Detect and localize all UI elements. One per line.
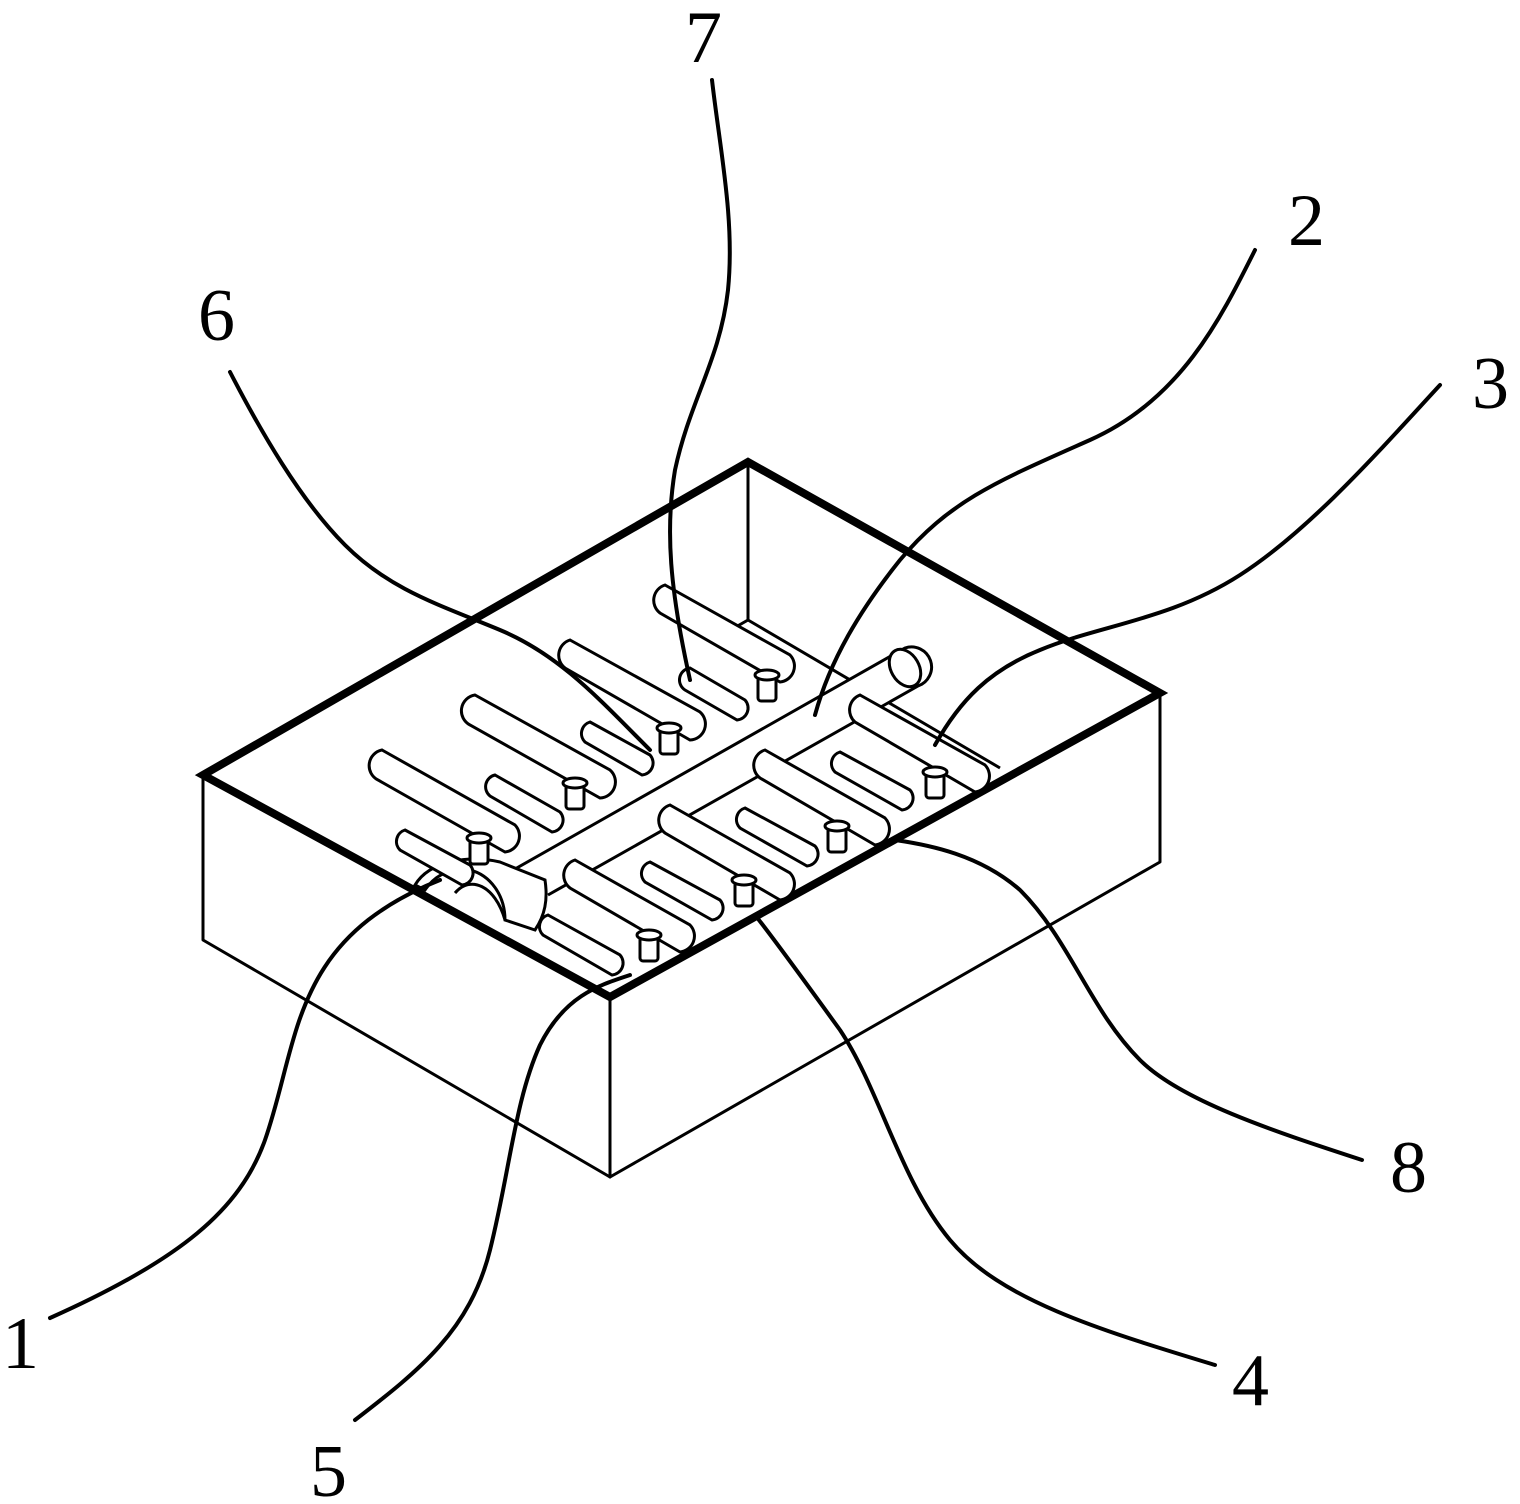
central-rod [507,645,934,897]
roller [848,693,991,794]
callout-8: 8 [1390,1127,1427,1209]
callout-7: 7 [685,0,722,79]
small-roller [395,828,475,887]
callout-4: 4 [1232,1340,1269,1422]
leader-line-2 [813,248,1257,717]
leader-lines [48,78,1442,1422]
valve-fitting [635,928,663,963]
small-roller [580,720,655,777]
callout-6: 6 [198,275,235,357]
valve-fitting [753,668,781,703]
valve-fitting [465,831,493,866]
valve-fitting [561,776,589,811]
small-roller [640,860,725,922]
rollers-left [367,583,796,887]
roller [367,748,521,854]
callout-1: 1 [2,1303,39,1385]
leader-line-4 [753,913,1217,1367]
leader-line-1 [48,878,442,1320]
valve-fitting [730,873,758,908]
roller [652,583,796,684]
box-top-rim [194,457,1169,1002]
roller [752,748,891,847]
small-roller [678,666,750,722]
roller [657,803,796,902]
leader-line-6 [228,370,652,752]
roller [562,858,696,954]
callout-2: 2 [1288,180,1325,262]
small-roller [830,750,915,812]
valve-fittings [465,668,949,963]
small-roller [484,773,565,834]
callout-5: 5 [310,1431,347,1504]
callout-3: 3 [1472,343,1509,425]
valve-fitting [823,819,851,854]
rollers-right [538,693,991,977]
roller [557,638,707,742]
leader-line-7 [668,78,732,682]
roller [459,693,617,800]
leader-line-3 [933,383,1442,747]
leader-line-8 [893,838,1364,1162]
small-roller [538,913,625,977]
leader-line-5 [353,973,632,1422]
valve-fitting [655,721,683,756]
valve-fitting [921,765,949,800]
small-roller [735,806,820,868]
